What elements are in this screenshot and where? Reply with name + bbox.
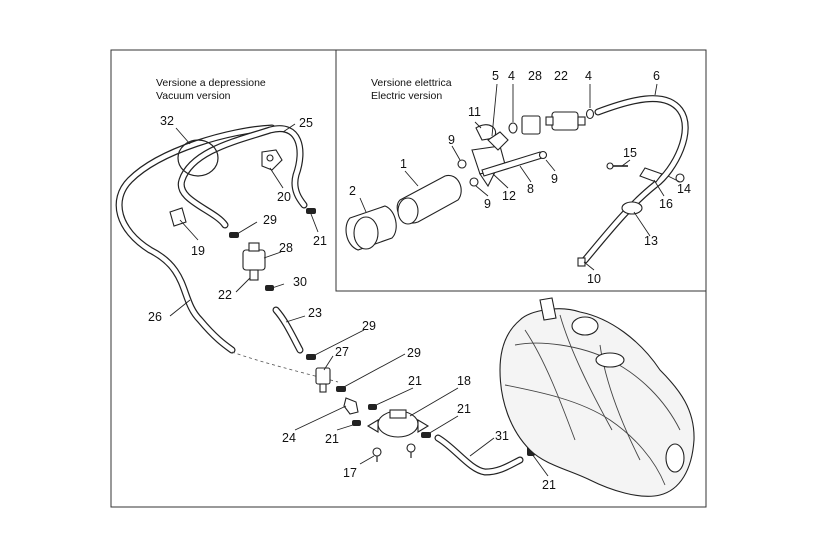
electric-caption-en: Electric version — [371, 90, 442, 102]
elbow-24 — [343, 397, 359, 415]
filter-28-electric — [521, 115, 541, 135]
screw-15 — [606, 162, 628, 170]
vacuum-caption-en: Vacuum version — [156, 90, 231, 102]
electric-version-frame — [335, 49, 707, 292]
callout-32: 32 — [160, 114, 174, 128]
callout-29a: 29 — [263, 213, 277, 227]
callout-28b: 28 — [279, 241, 293, 255]
callout-2: 2 — [349, 184, 356, 198]
callout-29b: 29 — [362, 319, 376, 333]
cap-10 — [577, 257, 586, 267]
bracket-16 — [639, 167, 663, 183]
callout-16: 16 — [659, 197, 673, 211]
callout-14: 14 — [677, 182, 691, 196]
callout-20: 20 — [277, 190, 291, 204]
hose-25 — [177, 125, 308, 229]
callout-9a: 9 — [448, 133, 455, 147]
fuel-tank — [499, 297, 695, 497]
callout-17: 17 — [343, 466, 357, 480]
callout-24: 24 — [282, 431, 296, 445]
callout-15: 15 — [623, 146, 637, 160]
hose-26 — [115, 124, 276, 354]
callout-5: 5 — [492, 69, 499, 83]
leader-lines — [169, 83, 681, 477]
hose-31 — [434, 434, 524, 476]
pump-body-1 — [396, 174, 462, 225]
fittings-9 — [457, 150, 548, 187]
callout-9b: 9 — [484, 197, 491, 211]
callout-numbers: 1 2 4 4 5 6 8 9 9 9 10 11 12 13 14 15 16… — [148, 69, 691, 492]
callout-21e: 21 — [542, 478, 556, 492]
callout-26: 26 — [148, 310, 162, 324]
callout-4a: 4 — [508, 69, 515, 83]
callout-21a: 21 — [313, 234, 327, 248]
o-ring-4b — [585, 108, 595, 120]
filter-22-electric — [545, 111, 586, 131]
callout-12: 12 — [502, 189, 516, 203]
vacuum-caption-it: Versione a depressione — [156, 77, 266, 89]
hose-6 — [581, 95, 689, 264]
clamp-ring-32 — [177, 139, 219, 177]
callout-13: 13 — [644, 234, 658, 248]
fuel-filter-28 — [242, 242, 266, 281]
callout-30: 30 — [293, 275, 307, 289]
callout-22b: 22 — [218, 288, 232, 302]
callout-10: 10 — [587, 272, 601, 286]
valve-27 — [315, 367, 331, 393]
callout-28a: 28 — [528, 69, 542, 83]
spring-clip-30 — [265, 285, 274, 291]
filter-sock-2 — [345, 205, 397, 251]
fuel-pump-18 — [366, 409, 430, 438]
grommet-13 — [621, 201, 643, 215]
clip-19 — [169, 207, 187, 227]
callout-1: 1 — [400, 157, 407, 171]
electric-caption-it: Versione elettrica — [371, 77, 452, 89]
screws-17 — [372, 443, 416, 462]
callout-9c: 9 — [551, 172, 558, 186]
callout-19: 19 — [191, 244, 205, 258]
callout-31: 31 — [495, 429, 509, 443]
callout-4b: 4 — [585, 69, 592, 83]
callout-25: 25 — [299, 116, 313, 130]
o-ring-4a — [508, 122, 518, 134]
callout-23: 23 — [308, 306, 322, 320]
callout-11: 11 — [468, 105, 481, 119]
callout-8: 8 — [527, 182, 534, 196]
callout-21c: 21 — [325, 432, 339, 446]
hose-23 — [272, 306, 304, 354]
bracket-20 — [261, 149, 283, 171]
callout-29c: 29 — [407, 346, 421, 360]
elbow-5 — [487, 131, 509, 151]
callout-21b: 21 — [408, 374, 422, 388]
spring-clip-29a — [229, 232, 239, 238]
callout-6: 6 — [653, 69, 660, 83]
callout-27: 27 — [335, 345, 349, 359]
callout-22a: 22 — [554, 69, 568, 83]
spring-clip-21a — [306, 208, 316, 214]
callout-18: 18 — [457, 374, 471, 388]
callout-21d: 21 — [457, 402, 471, 416]
